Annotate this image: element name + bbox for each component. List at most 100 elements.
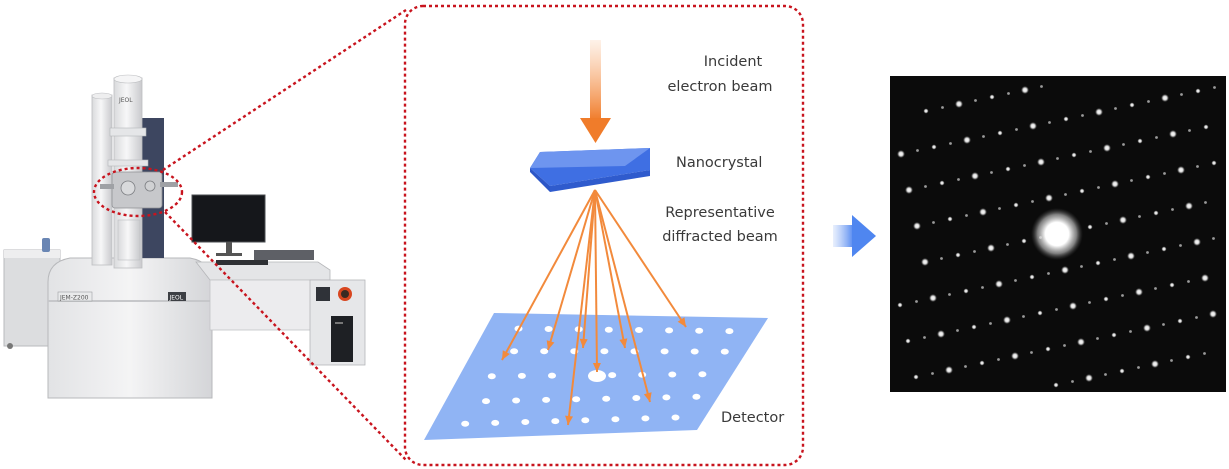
diffracted-beam-line xyxy=(582,189,596,349)
diffraction-spot xyxy=(997,130,1003,136)
diffraction-spot xyxy=(1013,202,1019,208)
diffracted-beam-arrowhead xyxy=(546,340,555,350)
diffraction-spot xyxy=(1103,144,1111,152)
diffraction-spot xyxy=(1169,282,1175,288)
faint-spot xyxy=(1023,164,1026,167)
faint-spot xyxy=(1089,150,1092,153)
faint-spot xyxy=(981,286,984,289)
detector-hole xyxy=(487,373,496,380)
detector-hole xyxy=(720,348,729,355)
diffraction-spot xyxy=(955,100,963,108)
diffracted-beam-line xyxy=(594,189,687,328)
diffraction-spot xyxy=(1029,274,1035,280)
diffraction-spot xyxy=(923,108,929,114)
detector-label: Detector xyxy=(721,410,784,426)
left-pillar xyxy=(91,94,113,266)
faint-spot xyxy=(948,293,951,296)
operator-desk xyxy=(195,261,331,281)
diffracted-beam-line xyxy=(594,189,598,373)
zoom-connectors xyxy=(92,4,805,467)
faint-spot xyxy=(1203,352,1206,355)
detector-hole xyxy=(548,372,556,379)
faint-spot xyxy=(1163,172,1166,175)
diffraction-spot xyxy=(971,172,979,180)
faint-spot xyxy=(1188,129,1191,132)
diffraction-spot xyxy=(945,366,953,374)
diffraction-spot xyxy=(1095,260,1101,266)
faint-spot xyxy=(1179,244,1182,247)
incident-label-line2: electron beam xyxy=(668,79,773,95)
diffraction-spot xyxy=(1003,316,1011,324)
faint-spot xyxy=(1055,308,1058,311)
diffracted-beams xyxy=(501,189,687,426)
diffraction-spot xyxy=(921,258,929,266)
diffraction-spot xyxy=(1045,194,1053,202)
monitor xyxy=(191,194,266,243)
faint-spot xyxy=(989,322,992,325)
diffraction-spot xyxy=(1195,88,1201,94)
faint-spot xyxy=(1154,287,1157,290)
faint-spot xyxy=(1180,93,1183,96)
diffraction-spot xyxy=(1087,224,1093,230)
diffraction-spot xyxy=(931,144,937,150)
faint-spot xyxy=(932,221,935,224)
diffraction-spot xyxy=(1161,94,1169,102)
diffraction-spot xyxy=(1063,116,1069,122)
diffraction-spot xyxy=(905,186,913,194)
diffraction-spot xyxy=(1111,180,1119,188)
faint-spot xyxy=(923,336,926,339)
diffraction-spot xyxy=(1193,238,1201,246)
diffraction-spot xyxy=(1011,352,1019,360)
diffraction-spot xyxy=(929,294,937,302)
diffracted-beam-line xyxy=(501,189,596,361)
diffraction-spot xyxy=(897,150,905,158)
faint-spot xyxy=(1063,344,1066,347)
diffraction-spot xyxy=(987,244,995,252)
diffraction-spot xyxy=(1177,166,1185,174)
faint-spot xyxy=(1015,128,1018,131)
diffracted-beam-line xyxy=(594,189,651,403)
detector-hole xyxy=(632,395,641,401)
faint-spot xyxy=(1137,366,1140,369)
diffracted-beam-arrowhead xyxy=(565,415,573,425)
faint-spot xyxy=(974,99,977,102)
faint-spot xyxy=(1030,351,1033,354)
zoom-frame xyxy=(403,4,805,467)
diffraction-spot xyxy=(1085,374,1093,382)
diffracted-beam-line xyxy=(567,189,596,426)
diffraction-spot xyxy=(939,180,945,186)
detector-hole xyxy=(482,398,490,405)
diffraction-spot xyxy=(1177,318,1183,324)
detector-hole xyxy=(641,415,650,422)
faint-spot xyxy=(998,207,1001,210)
diffracted-beam-arrowhead xyxy=(619,338,628,348)
detector-holes xyxy=(461,325,734,427)
diffraction-spot xyxy=(1211,160,1217,166)
diffraction-spot xyxy=(1053,382,1059,388)
diffraction-schematic: Incident electron beam Nanocrystal Repre… xyxy=(424,40,784,440)
faint-spot xyxy=(1081,114,1084,117)
diffraction-spot xyxy=(1077,338,1085,346)
faint-spot xyxy=(1171,208,1174,211)
diffraction-spot xyxy=(947,216,953,222)
detector-hole xyxy=(695,327,704,334)
faint-spot xyxy=(1105,222,1108,225)
detector-hole xyxy=(544,326,553,332)
specimen-stage xyxy=(111,171,163,209)
faint-spot xyxy=(915,300,918,303)
diffraction-spot xyxy=(1203,124,1209,130)
diffraction-spot xyxy=(897,302,903,308)
zoom-circle xyxy=(92,166,184,218)
faint-spot xyxy=(1212,237,1215,240)
central-beam-spot xyxy=(1031,208,1083,260)
detector-hole xyxy=(608,372,617,379)
zoom-line-top xyxy=(162,8,407,172)
diffraction-spot xyxy=(1185,354,1191,360)
diffraction-spot xyxy=(1069,302,1077,310)
faint-spot xyxy=(1056,157,1059,160)
bottle xyxy=(42,238,50,252)
diffraction-spot xyxy=(1103,296,1109,302)
faint-spot xyxy=(990,171,993,174)
incident-label-line1: Incident xyxy=(704,54,763,70)
